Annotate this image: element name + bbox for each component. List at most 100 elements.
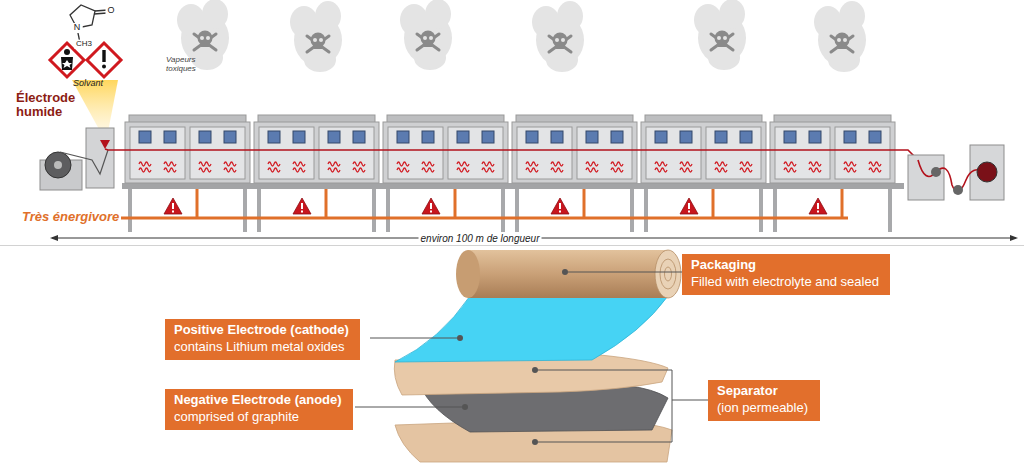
heater-coil	[784, 168, 796, 172]
oven-body	[125, 122, 250, 183]
oven-leg	[773, 189, 777, 232]
cloud-puff	[719, 0, 745, 29]
callout-box: Positive Electrode (cathode)contains Lit…	[165, 319, 360, 360]
energy-riser	[841, 189, 844, 218]
oven-unit	[517, 127, 572, 179]
oven-leg	[515, 189, 519, 232]
oven-leg	[128, 189, 132, 232]
energy-riser	[325, 189, 328, 218]
coater-web	[60, 150, 108, 174]
oven-frame-bar	[122, 183, 904, 189]
heater-coil	[844, 168, 856, 172]
oven-window	[869, 131, 881, 143]
skull-eye	[319, 38, 323, 42]
leader-dot	[562, 269, 568, 275]
oven-unit	[835, 127, 890, 179]
skull-eye	[423, 36, 427, 40]
unwinder	[40, 152, 82, 190]
wet-drop	[100, 140, 110, 149]
rewinder-frame	[908, 155, 944, 200]
roll-spiral	[665, 267, 672, 281]
roll-end	[456, 250, 480, 298]
heater-coil	[224, 162, 236, 166]
oven-window	[293, 131, 305, 143]
warning-mark	[430, 211, 432, 213]
cloud-puff	[400, 4, 428, 36]
leader-dot	[532, 439, 538, 445]
heater-coil	[422, 162, 434, 166]
skull-cloud	[532, 1, 584, 72]
heater-coil	[328, 162, 340, 166]
skull-jaw	[314, 44, 322, 49]
oven-window	[268, 131, 280, 143]
skull-jaw	[838, 44, 846, 49]
oven-unit	[190, 127, 245, 179]
warning-triangle	[809, 198, 827, 214]
skull-eye	[206, 36, 210, 40]
warning-triangle	[680, 198, 698, 214]
oven-leg	[644, 189, 648, 232]
oven-window	[224, 131, 236, 143]
cathode-layer	[395, 296, 668, 362]
dimension-arrowhead	[1010, 235, 1018, 241]
skull-cloud	[400, 0, 452, 70]
warning-mark	[688, 211, 690, 213]
heater-coil	[397, 162, 409, 166]
wet-electrode-label: Électrode humide	[16, 91, 90, 120]
oven-leg	[372, 189, 376, 232]
oven-window	[526, 131, 538, 143]
oven-window	[740, 131, 752, 143]
unwinder-hub	[54, 161, 62, 169]
cloud-puff	[839, 1, 865, 31]
heater-coil	[784, 162, 796, 166]
oven-module	[512, 115, 637, 232]
oven-window	[139, 131, 151, 143]
toxic-vapour-clouds	[177, 0, 866, 72]
leader-line	[370, 338, 457, 339]
oven-window	[328, 131, 340, 143]
pictogram-star	[62, 60, 72, 68]
oven-window	[353, 131, 365, 143]
skull-jaw	[718, 42, 726, 47]
heater-coil	[526, 162, 538, 166]
oven-unit	[388, 127, 443, 179]
callout-heading: Positive Electrode (cathode)	[174, 322, 351, 339]
oven-window	[844, 131, 856, 143]
heater-coil	[457, 162, 469, 166]
heater-coil	[164, 168, 176, 172]
callout-body: Filled with electrolyte and sealed	[691, 274, 881, 291]
heater-coil	[482, 168, 494, 172]
oven-module	[254, 115, 379, 232]
warning-mark	[817, 203, 819, 209]
cloud-puff	[315, 1, 341, 31]
heater-coil	[328, 168, 340, 172]
panel-divider	[0, 245, 1024, 246]
leader-dot	[462, 404, 468, 410]
leader-lines	[355, 272, 708, 442]
heater-coil	[397, 168, 409, 172]
oven-leg	[501, 189, 505, 232]
oven-module	[383, 115, 508, 232]
oven-window	[482, 131, 494, 143]
oven-module	[125, 115, 250, 232]
exclamation-bar	[102, 50, 105, 62]
callout-box: Negative Electrode (anode)comprised of g…	[165, 389, 353, 430]
oven-unit	[448, 127, 503, 179]
heater-coil	[164, 162, 176, 166]
heater-coil	[680, 168, 692, 172]
warning-mark	[172, 211, 174, 213]
oven-window	[715, 131, 727, 143]
oven-window	[164, 131, 176, 143]
separator-bracket	[538, 370, 708, 442]
energy-risers	[164, 189, 842, 218]
oven-module	[641, 115, 766, 232]
skull-eye	[313, 38, 317, 42]
heater-coil	[869, 168, 881, 172]
skull-eye	[837, 38, 841, 42]
warning-mark	[301, 203, 303, 209]
nmp-molecule	[70, 5, 108, 43]
oven-unit	[706, 127, 761, 179]
warning-mark	[172, 203, 174, 209]
solvent-label: Solvant	[73, 79, 103, 89]
